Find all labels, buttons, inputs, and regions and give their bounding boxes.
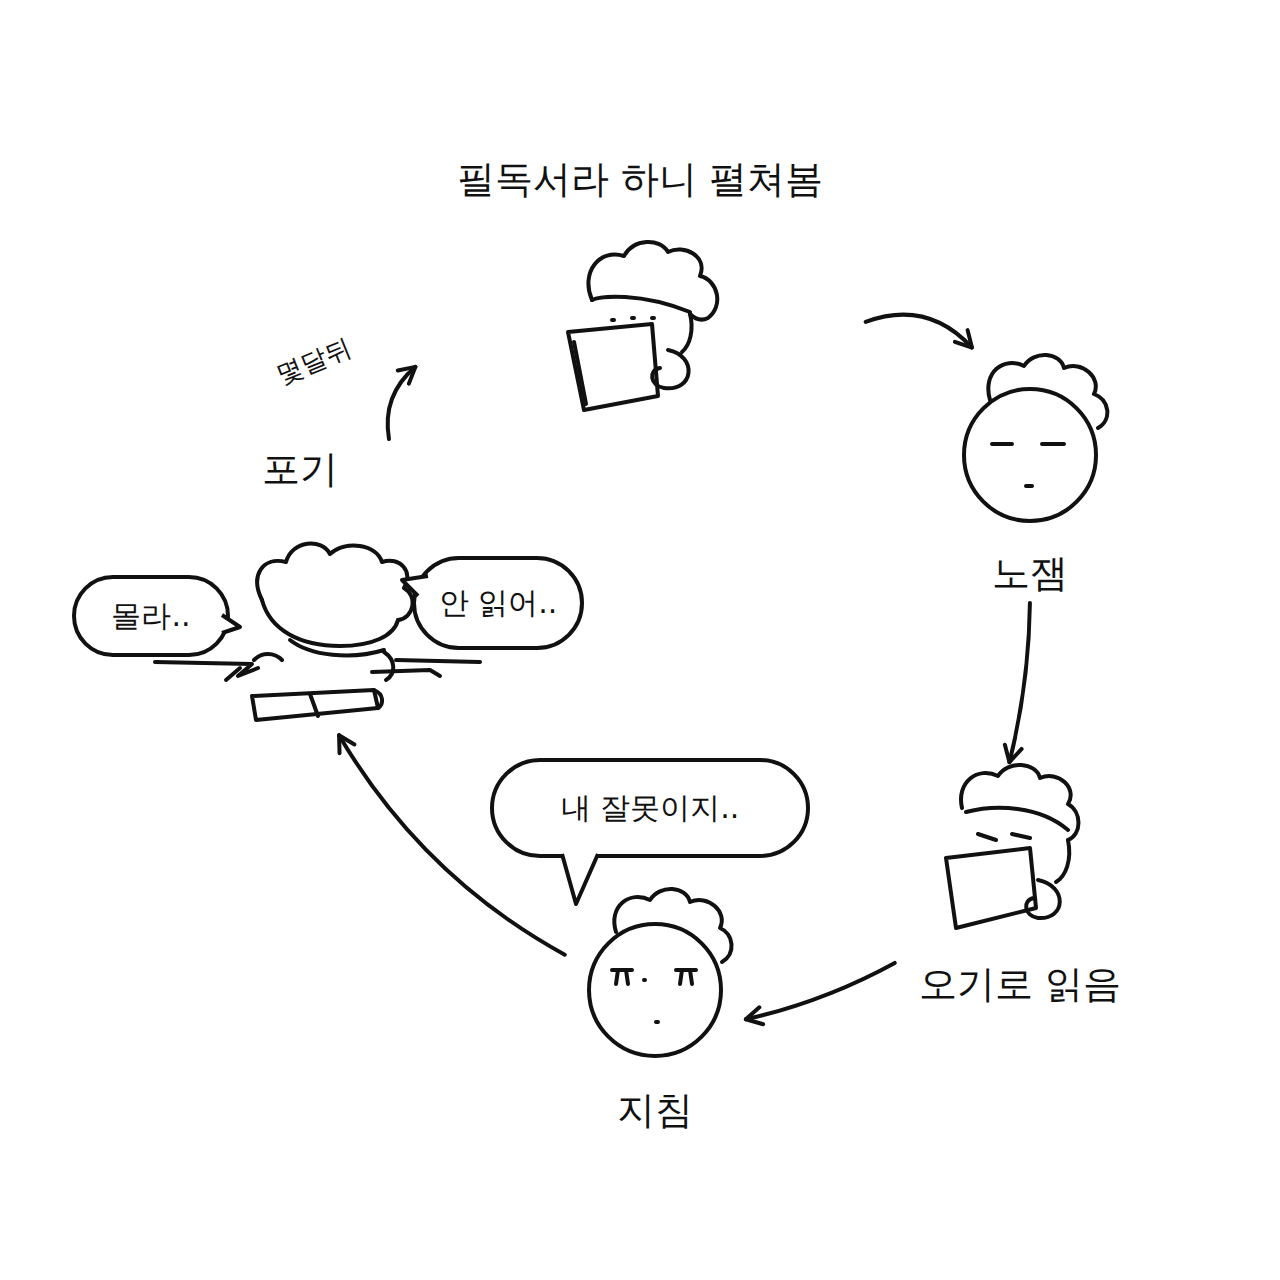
text-holder: 필독서라 하니 펼쳐봄 xyxy=(420,155,860,203)
arrow-label: 몇달뒤 xyxy=(269,331,359,392)
bubble-tail xyxy=(562,854,598,904)
bubble-border xyxy=(492,760,808,856)
text-holder: 안 읽어.. xyxy=(412,583,584,623)
arrow-head xyxy=(339,735,354,753)
stage-node: 지침 xyxy=(570,882,740,1134)
stubborn-reader xyxy=(946,765,1079,928)
stage-node: 필독서라 하니 펼쳐봄 xyxy=(420,155,860,415)
speech-bubble: 안 읽어.. xyxy=(412,556,584,650)
text-holder: 포기 xyxy=(150,445,450,493)
text-holder: 지침 xyxy=(570,1086,740,1134)
stage-node: 노잼 xyxy=(940,352,1120,597)
bubble-tail xyxy=(222,615,240,633)
bubble-tail xyxy=(402,576,428,596)
bubble-text: 몰라.. xyxy=(111,596,190,636)
stage-label: 필독서라 하니 펼쳐봄 xyxy=(457,155,823,203)
text-holder: 오기로 읽음 xyxy=(900,960,1140,1008)
cycle-arrow xyxy=(746,963,895,1024)
arrow-line xyxy=(746,963,895,1019)
exhausted-face xyxy=(589,889,732,1056)
arrow-head xyxy=(1005,745,1022,762)
text-holder: 노잼 xyxy=(940,549,1120,597)
bubble-text: 내 잘못이지.. xyxy=(561,788,740,828)
speech-bubble: 몰라.. xyxy=(72,575,230,657)
cycle-arrow xyxy=(388,367,416,439)
arrow-head xyxy=(746,1007,763,1024)
bubble-text: 안 읽어.. xyxy=(439,583,558,623)
arrow-head xyxy=(398,367,416,384)
cycle-arrow xyxy=(866,315,972,348)
reader-figure xyxy=(568,242,717,410)
stage-label: 노잼 xyxy=(992,549,1068,597)
stage-label: 오기로 읽음 xyxy=(919,960,1121,1008)
bored-face xyxy=(964,355,1107,521)
bubble-border xyxy=(74,577,228,655)
arrow-head xyxy=(955,330,972,347)
stage-label: 포기 xyxy=(262,445,338,493)
cycle-arrow xyxy=(1005,603,1030,762)
text-holder: 몰라.. xyxy=(72,596,230,636)
arrow-line xyxy=(388,367,416,439)
stage-node: 오기로 읽음 xyxy=(900,768,1140,1008)
arrow-line xyxy=(866,315,972,348)
arrow-line xyxy=(1009,603,1029,762)
stage-label: 지침 xyxy=(617,1086,693,1134)
text-holder: 내 잘못이지.. xyxy=(490,788,810,828)
speech-bubble: 내 잘못이지.. xyxy=(490,758,810,858)
bubble-border xyxy=(414,558,582,648)
